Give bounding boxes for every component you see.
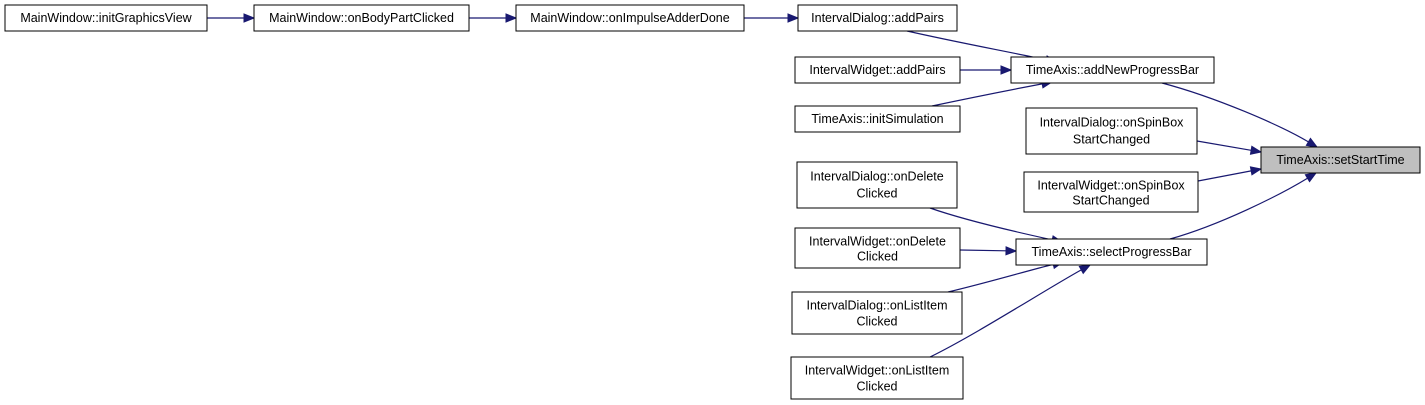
edge-addNewProgressBar-to-setStartTime (1161, 82, 1319, 148)
node-label: MainWindow::onImpulseAdderDone (530, 11, 729, 25)
edge-intervalWidgetOnSpinBox-to-setStartTime (1197, 166, 1263, 182)
node-intervalWidgetOnSpinBox[interactable]: IntervalWidget::onSpinBox StartChanged (1023, 171, 1199, 213)
node-label-line2: Clicked (857, 186, 898, 200)
edge-intervalDialogOnSpinBox-to-setStartTime (1196, 140, 1263, 155)
arrowhead-icon (1304, 172, 1318, 183)
arrowhead-icon (1249, 145, 1263, 155)
node-onImpulseAdderDone[interactable]: MainWindow::onImpulseAdderDone (515, 4, 745, 32)
edge-line (929, 269, 1082, 358)
node-label-line1: IntervalDialog::onDelete (810, 169, 943, 183)
arrowhead-icon (1000, 65, 1013, 75)
node-label-line1: IntervalWidget::onDelete (809, 234, 946, 248)
node-label: IntervalDialog::addPairs (811, 11, 944, 25)
node-label: IntervalWidget::addPairs (809, 63, 945, 77)
node-intervalDialogAddPairs[interactable]: IntervalDialog::addPairs (797, 4, 958, 32)
arrowhead-icon (243, 13, 256, 23)
node-label-line2: Clicked (857, 249, 898, 263)
node-label-line1: IntervalDialog::onListItem (806, 298, 947, 312)
node-intervalWidgetOnDelete[interactable]: IntervalWidget::onDelete Clicked (794, 227, 961, 269)
arrowhead-icon (787, 13, 800, 23)
edge-line (1169, 177, 1308, 240)
node-label: MainWindow::onBodyPartClicked (269, 11, 454, 25)
node-label: TimeAxis::addNewProgressBar (1026, 63, 1199, 77)
edge-onImpulseAdderDone-to-intervalDialogAddPairs (744, 13, 800, 23)
node-intervalDialogOnListItem[interactable]: IntervalDialog::onListItem Clicked (791, 291, 963, 335)
node-label: MainWindow::initGraphicsView (20, 11, 192, 25)
arrowhead-icon (1078, 264, 1092, 275)
node-label-line2: StartChanged (1072, 193, 1149, 207)
edge-line (959, 249, 1007, 252)
edge-line (947, 263, 1054, 293)
node-intervalWidgetAddPairs[interactable]: IntervalWidget::addPairs (794, 56, 961, 84)
node-label-line2: Clicked (857, 314, 898, 328)
node-intervalDialogOnDelete[interactable]: IntervalDialog::onDelete Clicked (796, 161, 958, 209)
edge-line (931, 83, 1043, 107)
arrowhead-icon (1305, 137, 1319, 148)
edge-onBodyPartClicked-to-onImpulseAdderDone (469, 13, 518, 23)
node-label-line1: IntervalDialog::onSpinBox (1040, 115, 1185, 129)
node-label-line2: Clicked (857, 379, 898, 393)
edge-initSimulation-to-addNewProgressBar (931, 79, 1054, 107)
edge-line (1196, 140, 1252, 151)
edge-initGraphicsView-to-onBodyPartClicked (207, 13, 256, 23)
node-label-line1: IntervalWidget::onSpinBox (1037, 178, 1185, 192)
arrowhead-icon (505, 13, 518, 23)
edge-intervalWidgetOnDelete-to-selectProgressBar (959, 246, 1018, 256)
arrowhead-icon (1005, 246, 1018, 256)
node-addNewProgressBar[interactable]: TimeAxis::addNewProgressBar (1010, 56, 1215, 84)
edge-line (906, 30, 1047, 61)
node-onBodyPartClicked[interactable]: MainWindow::onBodyPartClicked (253, 4, 470, 32)
node-label: TimeAxis::setStartTime (1276, 153, 1404, 167)
edge-intervalWidgetOnListItem-to-selectProgressBar (929, 264, 1092, 358)
node-label-line1: IntervalWidget::onListItem (805, 363, 950, 377)
edge-line (1197, 170, 1252, 182)
node-selectProgressBar[interactable]: TimeAxis::selectProgressBar (1015, 238, 1208, 266)
node-intervalDialogOnSpinBox[interactable]: IntervalDialog::onSpinBox StartChanged (1025, 107, 1198, 155)
node-intervalWidgetOnListItem[interactable]: IntervalWidget::onListItem Clicked (790, 356, 964, 400)
edge-intervalWidgetAddPairs-to-addNewProgressBar (960, 65, 1013, 75)
node-label: TimeAxis::initSimulation (811, 112, 943, 126)
node-label-line2: StartChanged (1073, 132, 1150, 146)
edge-line (929, 207, 1053, 241)
node-initSimulation[interactable]: TimeAxis::initSimulation (794, 105, 961, 133)
edge-selectProgressBar-to-setStartTime (1169, 172, 1318, 240)
node-setStartTime[interactable]: TimeAxis::setStartTime (1260, 146, 1421, 174)
node-initGraphicsView[interactable]: MainWindow::initGraphicsView (4, 4, 208, 32)
edge-line (1161, 82, 1309, 143)
arrowhead-icon (1249, 166, 1263, 176)
node-label: TimeAxis::selectProgressBar (1032, 245, 1192, 259)
